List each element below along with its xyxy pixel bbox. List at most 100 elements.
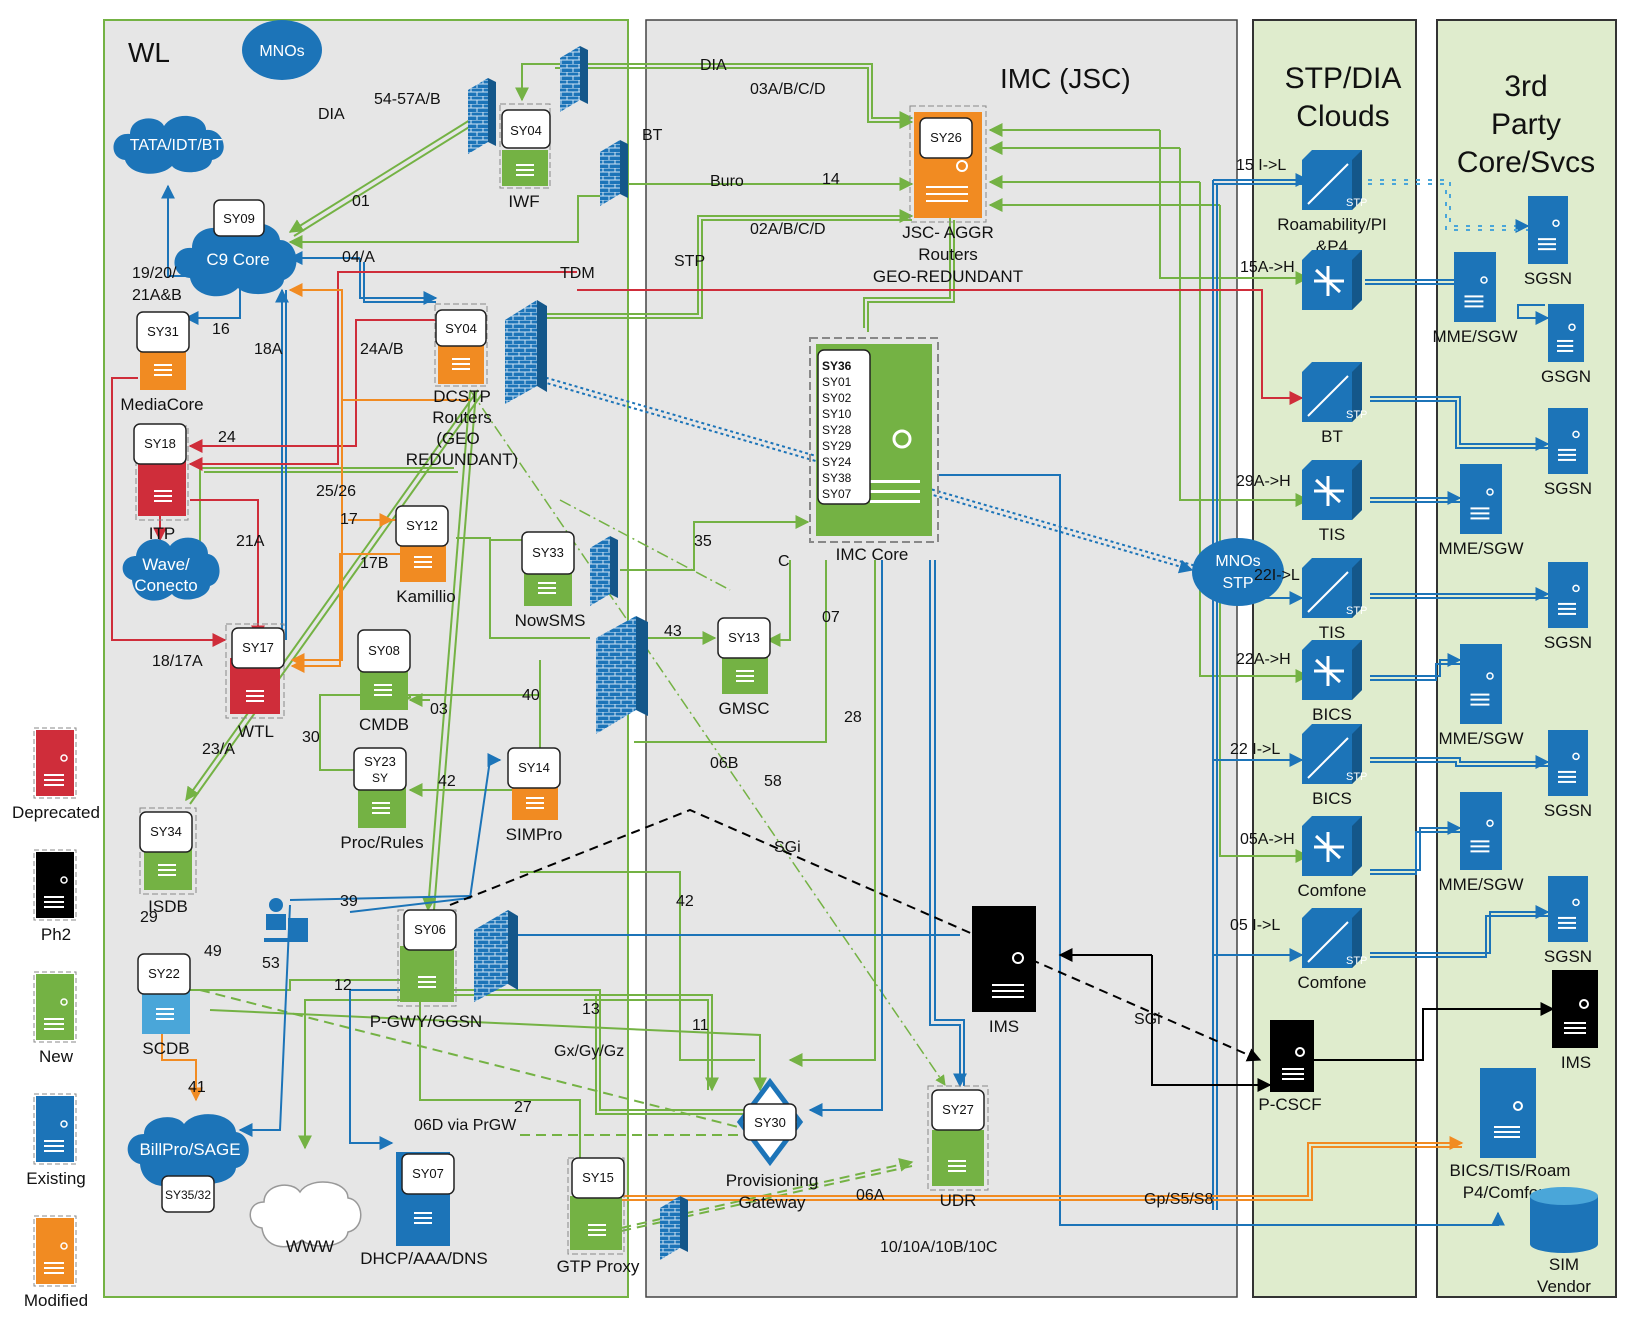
pcscf-label: P-CSCF — [1258, 1095, 1321, 1114]
imc-title: IMC (JSC) — [1000, 63, 1131, 94]
dhcp-label: DHCP/AAA/DNS — [360, 1249, 488, 1268]
label-49: 49 — [204, 943, 222, 960]
sim-label-1: SIM — [1549, 1255, 1579, 1274]
sgsn-4-server: SGSN — [1544, 730, 1592, 820]
comfone-router-node: Comfone — [1298, 816, 1366, 900]
user-workstation-icon — [264, 898, 308, 942]
sim-label-2: Vendor — [1537, 1277, 1591, 1296]
comfone-stp-stp-badge: STP — [1346, 955, 1367, 967]
legend-deprecated: Deprecated — [12, 727, 100, 822]
label-16: 16 — [212, 321, 230, 338]
label-gxgygz: Gx/Gy/Gz — [554, 1043, 624, 1060]
sy34-label: SY34 — [150, 824, 182, 839]
mnos-stp-label-2: STP — [1222, 575, 1253, 592]
label-43: 43 — [664, 623, 682, 640]
legend-modified-label: Modified — [24, 1291, 88, 1310]
label-07: 07 — [822, 609, 840, 626]
firewall-icon — [560, 46, 588, 112]
pcscf-server: P-CSCF — [1258, 1020, 1322, 1114]
dcstp-label-4: REDUNDANT) — [406, 450, 518, 469]
itp-server: SY18 ITP — [133, 423, 189, 543]
label-28: 28 — [844, 709, 862, 726]
comfone-stp-label: Comfone — [1298, 973, 1367, 992]
label-39: 39 — [340, 893, 358, 910]
comfone-stp-node: STP Comfone — [1298, 908, 1367, 992]
imccore-label: IMC Core — [836, 545, 909, 564]
sim-vendor-database: SIM Vendor — [1530, 1187, 1598, 1296]
firewall-icon — [505, 300, 547, 404]
gtpproxy-label: GTP Proxy — [557, 1257, 640, 1276]
c9core-cloud: C9 Core — [174, 222, 297, 297]
label-22ah: 22A->H — [1236, 651, 1291, 668]
procrules-server: SY23 SY Proc/Rules — [340, 747, 424, 852]
bics-tis-server: BICS/TIS/Roam P4/Comfone — [1450, 1068, 1570, 1202]
iwf-server: SY04 IWF — [499, 103, 551, 211]
bics-router-node: BICS — [1302, 640, 1362, 724]
mnos-label: MNOs — [259, 43, 304, 60]
label-02abcd: 02A/B/C/D — [750, 221, 826, 238]
stp-nodes: STPRoamability/PI&P4STPBTTISSTPTISBICSST… — [1277, 150, 1387, 992]
mediacore-server: SY31 MediaCore — [120, 311, 204, 414]
sy17-label: SY17 — [242, 640, 274, 655]
jsc-aggr-server: SY26 JSC- AGGR Routers GEO-REDUNDANT — [873, 105, 1023, 286]
roamability-label: Roamability/PI — [1277, 215, 1387, 234]
kamillio-server: SY12 Kamillio — [395, 505, 456, 606]
sgsn-5-server: SGSN — [1544, 876, 1592, 966]
label-05il: 05 I->L — [1230, 917, 1280, 934]
label-stp: STP — [674, 253, 705, 270]
gmsc-server: SY13 GMSC — [717, 617, 771, 718]
label-17b: 17B — [360, 555, 388, 572]
udr-label: UDR — [940, 1191, 977, 1210]
sy07-label: SY07 — [412, 1166, 444, 1181]
label-21ab: 21A&B — [132, 287, 182, 304]
label-192021: 19/20/ — [132, 265, 177, 282]
connections — [111, 63, 1555, 1239]
mme-1-server: MME/SGW — [1433, 252, 1518, 346]
sgsn-1-label: SGSN — [1524, 269, 1572, 288]
label-15il: 15 I->L — [1236, 157, 1286, 174]
nowsms-label: NowSMS — [515, 611, 586, 630]
label-03abcd: 03A/B/C/D — [750, 81, 826, 98]
imc-system-sy36: SY36 — [822, 359, 852, 373]
label-27: 27 — [514, 1099, 532, 1116]
label-58: 58 — [764, 773, 782, 790]
kamillio-label: Kamillio — [396, 587, 456, 606]
label-12: 12 — [334, 977, 352, 994]
label-03: 03 — [430, 701, 448, 718]
sy09-label: SY09 — [223, 211, 255, 226]
sy18-label: SY18 — [144, 436, 176, 451]
imc-system-sy01: SY01 — [822, 375, 852, 389]
ims-mid-label: IMS — [989, 1017, 1019, 1036]
firewall-icon — [596, 616, 648, 734]
c9core-label: C9 Core — [206, 250, 269, 269]
label-2526: 25/26 — [316, 483, 356, 500]
wl-title: WL — [128, 37, 170, 68]
dcstp-server: SY04 DCSTP Routers (GEO REDUNDANT) — [406, 303, 518, 469]
isdb-server: SY34 ISDB — [139, 807, 197, 916]
label-22il-a: 22I->L — [1254, 567, 1300, 584]
sy23-label: SY23 — [364, 754, 396, 769]
legend-deprecated-label: Deprecated — [12, 803, 100, 822]
label-53: 53 — [262, 955, 280, 972]
dcstp-label-2: Routers — [432, 408, 492, 427]
tis-router-node: TIS — [1302, 460, 1362, 544]
label-23a: 23/A — [202, 741, 235, 758]
jsc-label-2: Routers — [918, 245, 978, 264]
label-01: 01 — [352, 193, 370, 210]
sy30-label: SY30 — [754, 1115, 786, 1130]
nowsms-server: SY33 NowSMS — [515, 531, 586, 630]
third-title-3: Core/Svcs — [1457, 146, 1595, 179]
label-24: 24 — [218, 429, 236, 446]
iwf-label: IWF — [508, 192, 539, 211]
label-buro: Buro — [710, 173, 744, 190]
sy33-label: SY33 — [532, 545, 564, 560]
mme-4-label: MME/SGW — [1439, 875, 1524, 894]
legend-new: New — [33, 971, 77, 1066]
tis-stp-label: TIS — [1319, 623, 1345, 642]
sy13-label: SY13 — [728, 630, 760, 645]
sy26-label: SY26 — [930, 130, 962, 145]
